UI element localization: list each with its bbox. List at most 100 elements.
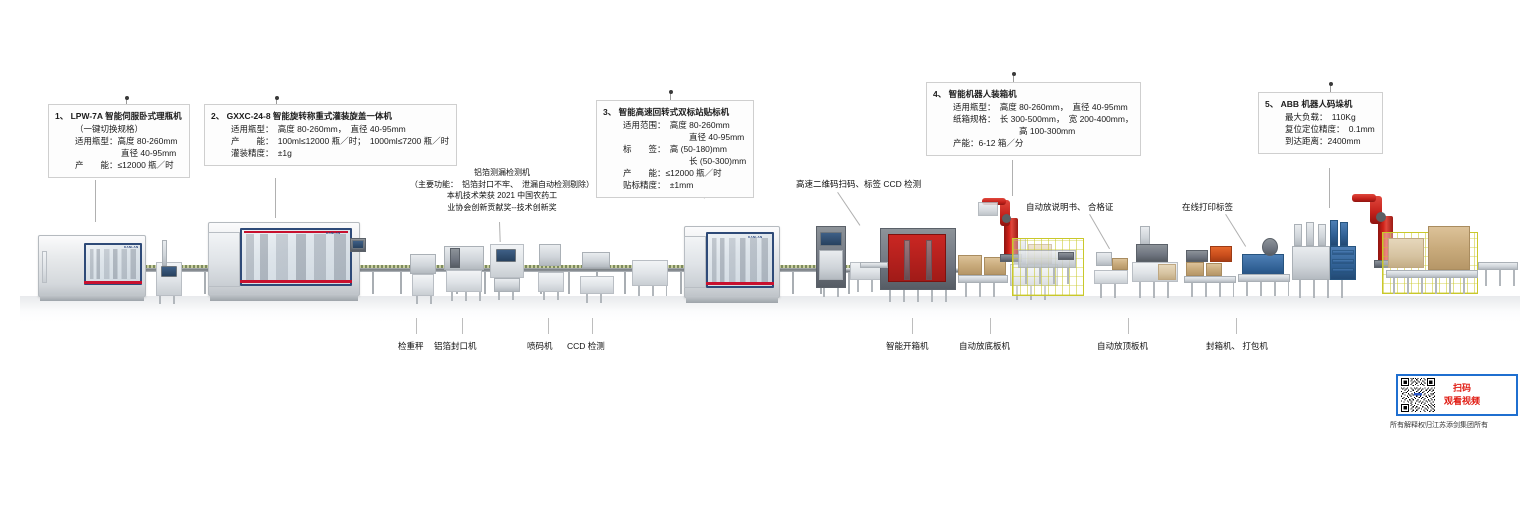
callout-top-pad-placer: 自动放顶板机 — [1097, 340, 1148, 352]
callout-qr-scan-ccd: 高速二维码扫码、标签 CCD 检测 — [796, 178, 921, 190]
spec-4-line-1: 纸箱规格： 长 300-500mm， 宽 200-400mm， — [953, 114, 1134, 125]
leader-line-manual-insert — [1089, 214, 1110, 250]
carton-transfer-conveyor — [1184, 262, 1238, 300]
qr-video-panel[interactable]: 扫码 观看视频 — [1396, 374, 1518, 416]
machine-labeling: KANLAN — [684, 222, 782, 304]
callout-top-pad-placer-label: 自动放顶板机 — [1097, 341, 1149, 351]
callout-inkjet-coder-label: 喷码机 — [527, 341, 553, 351]
spec-1-line-0: （一键切换规格） — [75, 124, 144, 135]
callout-sealer-strapper: 封箱机、 打包机 — [1206, 340, 1268, 352]
spec-1-line-3: 产 能：≤12000 瓶／时 — [75, 160, 174, 171]
tick-top-pad — [1128, 318, 1129, 334]
callout-qr-scan-ccd-label: 高速二维码扫码、标签 CCD 检测 — [796, 179, 922, 189]
qr-code-image — [1401, 378, 1435, 412]
leader-spec-5 — [1328, 82, 1333, 94]
copyright-text: 所有解释权归江苏添剑集团所有 — [1390, 422, 1488, 429]
spec-box-abb-palletizer[interactable]: 5、 ABB 机器人码垛机 最大负载： 110Kg 复位定位精度： 0.1mm … — [1258, 92, 1383, 155]
spec-box-filling-capping[interactable]: 2、 GXXC-24-8 智能旋转称重式灌装旋盖一体机 适用瓶型： 高度 80-… — [204, 104, 458, 167]
spec-1-title: LPW-7A 智能伺服卧式理瓶机 — [70, 111, 182, 121]
spec-3-line-1: 直径 40-95mm — [689, 132, 745, 143]
spec-2-title: GXXC-24-8 智能旋转称重式灌装旋盖一体机 — [226, 111, 392, 121]
machine-ccd-inspection — [578, 250, 618, 303]
callout-checkweigher-label: 检重秤 — [398, 341, 424, 351]
spec-3-title: 智能高速回转式双标站贴标机 — [618, 107, 730, 117]
machine-case-sealer-strapper — [1238, 234, 1294, 300]
spec-1-index: 1、 — [55, 111, 69, 121]
qr-panel-line-1: 扫码 — [1453, 382, 1472, 393]
spec-5-index: 5、 — [1265, 99, 1279, 109]
callout-insert-manual: 自动放说明书、 合格证 — [1026, 201, 1113, 213]
spec-3-line-4: 产 能：≤12000 瓶／时 — [623, 168, 722, 179]
machine-palletizer-stacker — [1290, 218, 1360, 304]
spec-2-line-1: 产 能： 100ml≤12000 瓶／时； 1000ml≤7200 瓶／时 — [231, 136, 450, 147]
callout-case-erector-label: 智能开箱机 — [886, 341, 929, 351]
spec-4-line-3: 产能：6-12 箱／分 — [953, 138, 1024, 149]
leader-line-palletizer — [1329, 168, 1330, 208]
machine-qr-scan-station — [814, 226, 848, 300]
callout-inkjet-coder: 喷码机 — [527, 340, 553, 352]
spec-3-line-0: 适用范围： 高度 80-260mm — [623, 120, 730, 131]
callout-bottom-pad-placer: 自动放底板机 — [959, 340, 1010, 352]
machine-bottle-unscrambler: KANLAN — [38, 225, 148, 301]
tick-checkweigher — [416, 318, 417, 334]
spec-4-line-2: 高 100-300mm — [1019, 126, 1076, 137]
spec-5-line-0: 最大负载： 110Kg — [1285, 112, 1356, 123]
spec-box-labeling[interactable]: 3、 智能高速回转式双标站贴标机 适用范围： 高度 80-260mm 直径 40… — [596, 100, 755, 199]
leader-line-filler — [275, 178, 276, 218]
qr-panel-line-2: 观看视频 — [1444, 396, 1481, 406]
foil-detector-award-line-2: 业协会创新贡献奖--技术创新奖 — [447, 202, 557, 212]
spec-2-index: 2、 — [211, 111, 225, 121]
callout-checkweigher: 检重秤 — [398, 340, 424, 352]
pallet-stacks — [1386, 218, 1482, 296]
machine-filling-capping: KANLAN — [208, 218, 366, 303]
spec-2-line-2: 灌装精度： ±1g — [231, 148, 292, 159]
leader-spec-2 — [274, 96, 279, 108]
callout-foil-sealer: 铝箔封口机 — [434, 340, 477, 352]
callout-online-label-print: 在线打印标签 — [1182, 201, 1233, 213]
machine-online-label-printer — [1180, 240, 1236, 280]
tick-inkjet — [548, 318, 549, 334]
spec-3-index: 3、 — [603, 107, 617, 117]
inside-fence-equipment-1 — [1018, 246, 1078, 290]
leader-line-foil-detector — [499, 222, 501, 243]
spec-3-line-3: 长 (50-300)mm — [689, 156, 747, 167]
machine-robot-case-packer — [880, 228, 958, 306]
callout-ccd-inspection-label: CCD 检测 — [567, 341, 605, 351]
callout-ccd-inspection: CCD 检测 — [567, 340, 605, 352]
leader-line-unscrambler — [95, 180, 96, 222]
spec-4-index: 4、 — [933, 89, 947, 99]
foil-detector-function: （主要功能： 铝箔封口不牢、 泄漏自动检测剔除） — [410, 179, 594, 189]
spec-5-line-1: 复位定位精度： 0.1mm — [1285, 124, 1375, 135]
spec-1-line-1: 适用瓶型：高度 80-260mm — [75, 136, 178, 147]
spec-box-robot-case-packer[interactable]: 4、 智能机器人装箱机 适用瓶型： 高度 80-260mm， 直径 40-95m… — [926, 82, 1142, 157]
spec-3-line-2: 标 签： 高 (50-180)mm — [623, 144, 727, 155]
spec-1-line-2: 直径 40-95mm — [121, 148, 177, 159]
machine-manual-inserter — [1092, 252, 1130, 300]
spec-3-line-5: 贴标精度： ±1mm — [623, 180, 694, 191]
machine-transfer-module — [630, 252, 672, 298]
callout-case-erector: 智能开箱机 — [886, 340, 929, 352]
callout-bottom-pad-placer-label: 自动放底板机 — [959, 341, 1011, 351]
machine-bottom-pad-placer — [1130, 226, 1182, 300]
spec-box-bottle-unscrambler[interactable]: 1、 LPW-7A 智能伺服卧式理瓶机 （一键切换规格） 适用瓶型：高度 80-… — [48, 104, 190, 179]
tick-case-erector — [912, 318, 913, 334]
spec-4-line-0: 适用瓶型： 高度 80-260mm， 直径 40-95mm — [953, 102, 1128, 113]
machine-checkweigher — [406, 248, 440, 304]
outfeed-roller-conveyor — [1478, 262, 1520, 300]
spec-5-line-2: 到达距离：2400mm — [1285, 136, 1361, 147]
machine-infeed-module — [148, 240, 188, 304]
machine-foil-sealer — [442, 244, 486, 301]
leader-spec-4 — [1011, 72, 1016, 84]
spec-5-title: ABB 机器人码垛机 — [1280, 99, 1353, 109]
tick-foil-sealer — [462, 318, 463, 334]
leader-line-robot-packer — [1012, 160, 1013, 196]
foil-detector-award-line-1: 本机技术荣获 2021 中国农药工 — [446, 191, 558, 201]
copyright-notice: 所有解释权归江苏添剑集团所有 — [1390, 420, 1488, 430]
callout-foil-sealer-label: 铝箔封口机 — [434, 341, 477, 351]
foil-detector-callout: 铝箔测漏检测机 （主要功能： 铝箔封口不牢、 泄漏自动检测剔除） 本机技术荣获 … — [398, 167, 606, 213]
leader-spec-1 — [124, 96, 129, 108]
callout-sealer-strapper-label: 封箱机、 打包机 — [1206, 341, 1268, 351]
callout-insert-manual-label: 自动放说明书、 合格证 — [1026, 202, 1114, 212]
leader-spec-3 — [668, 90, 673, 102]
